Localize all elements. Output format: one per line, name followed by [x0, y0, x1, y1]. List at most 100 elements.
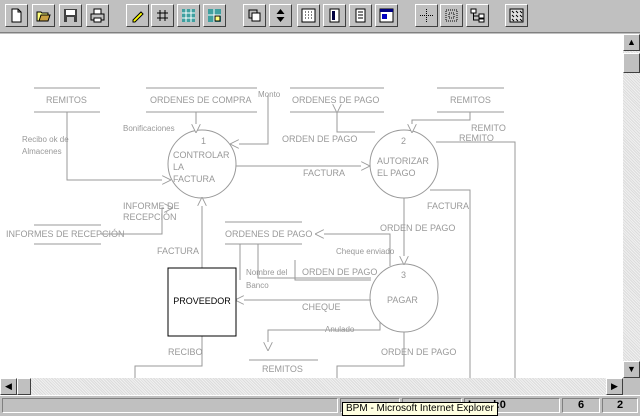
scrollbar-corner	[623, 378, 640, 395]
flow-nombre-banco-label-2: Banco	[246, 281, 269, 290]
form-icon	[379, 8, 394, 23]
flow-recibo-ok	[66, 112, 170, 180]
flow-orden-pago-23-label: ORDEN DE PAGO	[380, 223, 455, 233]
list-button[interactable]	[349, 4, 372, 27]
arrow-left-icon: ◀	[5, 381, 12, 391]
store-remitos-bottom-label: REMITOS	[262, 364, 303, 374]
flow-cheque-enviado	[316, 234, 391, 266]
crosshair-button[interactable]	[415, 4, 438, 27]
flow-orden-pago-3-label: ORDEN DE PAGO	[302, 267, 377, 277]
save-button[interactable]	[59, 4, 82, 27]
flow-factura-right-label: FACTURA	[427, 201, 469, 211]
up-down-arrows-icon	[276, 9, 285, 22]
scroll-down-button[interactable]: ▼	[623, 361, 640, 378]
status-bar: Level:0 6 2	[0, 395, 640, 415]
store-ordenes-pago-top-label: ORDENES DE PAGO	[292, 95, 379, 105]
store-remitos-right-label: REMITOS	[450, 95, 491, 105]
save-icon	[64, 9, 77, 22]
map-zoom-button[interactable]	[203, 4, 226, 27]
grid-hash-button[interactable]	[151, 4, 174, 27]
store-informes-label: INFORMES DE RECEPCIÓN	[6, 229, 125, 239]
flow-anulado-label: Anulado	[325, 325, 355, 334]
process-1-line-1: CONTROLAR	[173, 150, 230, 160]
external-entity-label: PROVEEDOR	[173, 296, 231, 306]
print-icon	[90, 8, 105, 23]
horizontal-scroll-thumb[interactable]	[17, 378, 31, 395]
status-field-a: 6	[562, 398, 600, 413]
store-ordenes-compra-label: ORDENES DE COMPRA	[150, 95, 252, 105]
flow-anulado	[268, 322, 381, 350]
process-1-number: 1	[201, 136, 206, 146]
texture-icon	[509, 8, 524, 23]
flow-recibo	[134, 336, 203, 378]
store-ordenes-compra	[146, 87, 257, 113]
flow-cheque-label: CHEQUE	[302, 302, 341, 312]
flow-factura-prov-label: FACTURA	[157, 246, 199, 256]
up-down-button[interactable]	[269, 4, 292, 27]
column-icon	[329, 8, 340, 23]
store-remitos-left-label: REMITOS	[46, 95, 87, 105]
flow-orden-pago-bottom	[336, 332, 405, 378]
flow-recibo-label: RECIBO	[168, 347, 203, 357]
new-file-icon	[11, 8, 22, 23]
hierarchy-icon	[470, 8, 485, 23]
status-panel-main	[2, 398, 338, 413]
print-button[interactable]	[86, 4, 109, 27]
pencil-button[interactable]	[126, 4, 149, 27]
list-icon	[355, 8, 366, 23]
store-ordenes-pago-mid	[225, 221, 302, 245]
process-1-line-2: LA	[173, 162, 184, 172]
flow-remito-1-label: REMITO	[471, 123, 506, 133]
form-button[interactable]	[375, 4, 398, 27]
flow-informe-label-1: INFORME DE	[123, 201, 180, 211]
dot-grid-icon	[301, 8, 316, 23]
vertical-scroll-thumb[interactable]	[623, 53, 640, 73]
arrow-right-icon: ▶	[611, 381, 618, 391]
map-button[interactable]	[177, 4, 200, 27]
data-flow-diagram: PROVEEDOR 1 CONTROLAR LA FACTURA 2 AUTOR…	[6, 87, 516, 378]
flow-informe	[101, 208, 172, 235]
open-file-button[interactable]	[32, 4, 55, 27]
hierarchy-button[interactable]	[466, 4, 489, 27]
flow-remito-out	[436, 141, 516, 378]
process-3-line-1: PAGAR	[387, 295, 418, 305]
flow-orden-pago-3	[294, 260, 371, 281]
flow-remito-2-label: REMITO	[459, 133, 494, 143]
process-2-number: 2	[401, 136, 406, 146]
grid-hash-icon	[157, 10, 168, 21]
pattern-button[interactable]	[440, 4, 463, 27]
texture-button[interactable]	[505, 4, 528, 27]
diagram-canvas[interactable]: PROVEEDOR 1 CONTROLAR LA FACTURA 2 AUTOR…	[0, 34, 623, 378]
flow-nombre-banco-label-1: Nombre del	[246, 268, 288, 277]
scroll-up-button[interactable]: ▲	[623, 34, 640, 51]
dot-grid-button[interactable]	[297, 4, 320, 27]
pencil-icon	[132, 11, 144, 23]
flow-nombre-banco	[257, 244, 371, 279]
new-file-button[interactable]	[5, 4, 28, 27]
column-button[interactable]	[323, 4, 346, 27]
flow-informe-label-2: RECEPCIÓN	[123, 212, 177, 222]
pattern-icon	[445, 9, 458, 22]
process-2-line-2: EL PAGO	[377, 168, 416, 178]
flow-orden-pago-top-label: ORDEN DE PAGO	[282, 134, 357, 144]
flow-bonificaciones-label: Bonificaciones	[123, 124, 175, 133]
scroll-right-button[interactable]: ▶	[606, 378, 623, 395]
flow-recibo-ok-label-1: Recibo ok de	[22, 135, 69, 144]
flow-recibo-ok-label-2: Almacenes	[22, 147, 62, 156]
map-zoom-icon	[208, 9, 221, 22]
arrow-down-icon: ▼	[627, 364, 636, 374]
window-button[interactable]	[243, 4, 266, 27]
open-folder-icon	[36, 11, 51, 22]
process-3-number: 3	[401, 270, 406, 280]
store-informes	[34, 224, 101, 245]
process-2-line-1: AUTORIZAR	[377, 156, 429, 166]
horizontal-scrollbar[interactable]: ◀ ▶	[0, 378, 623, 395]
external-entity-box	[167, 267, 237, 337]
flow-cheque-enviado-label: Cheque enviado	[336, 247, 395, 256]
map-icon	[182, 9, 195, 22]
flow-factura-right	[430, 189, 471, 378]
flow-orden-pago-bottom-label: ORDEN DE PAGO	[381, 347, 456, 357]
store-ordenes-pago-mid-label: ORDENES DE PAGO	[225, 229, 312, 239]
scroll-left-button[interactable]: ◀	[0, 378, 17, 395]
vertical-scrollbar[interactable]: ▲ ▼	[623, 34, 640, 378]
